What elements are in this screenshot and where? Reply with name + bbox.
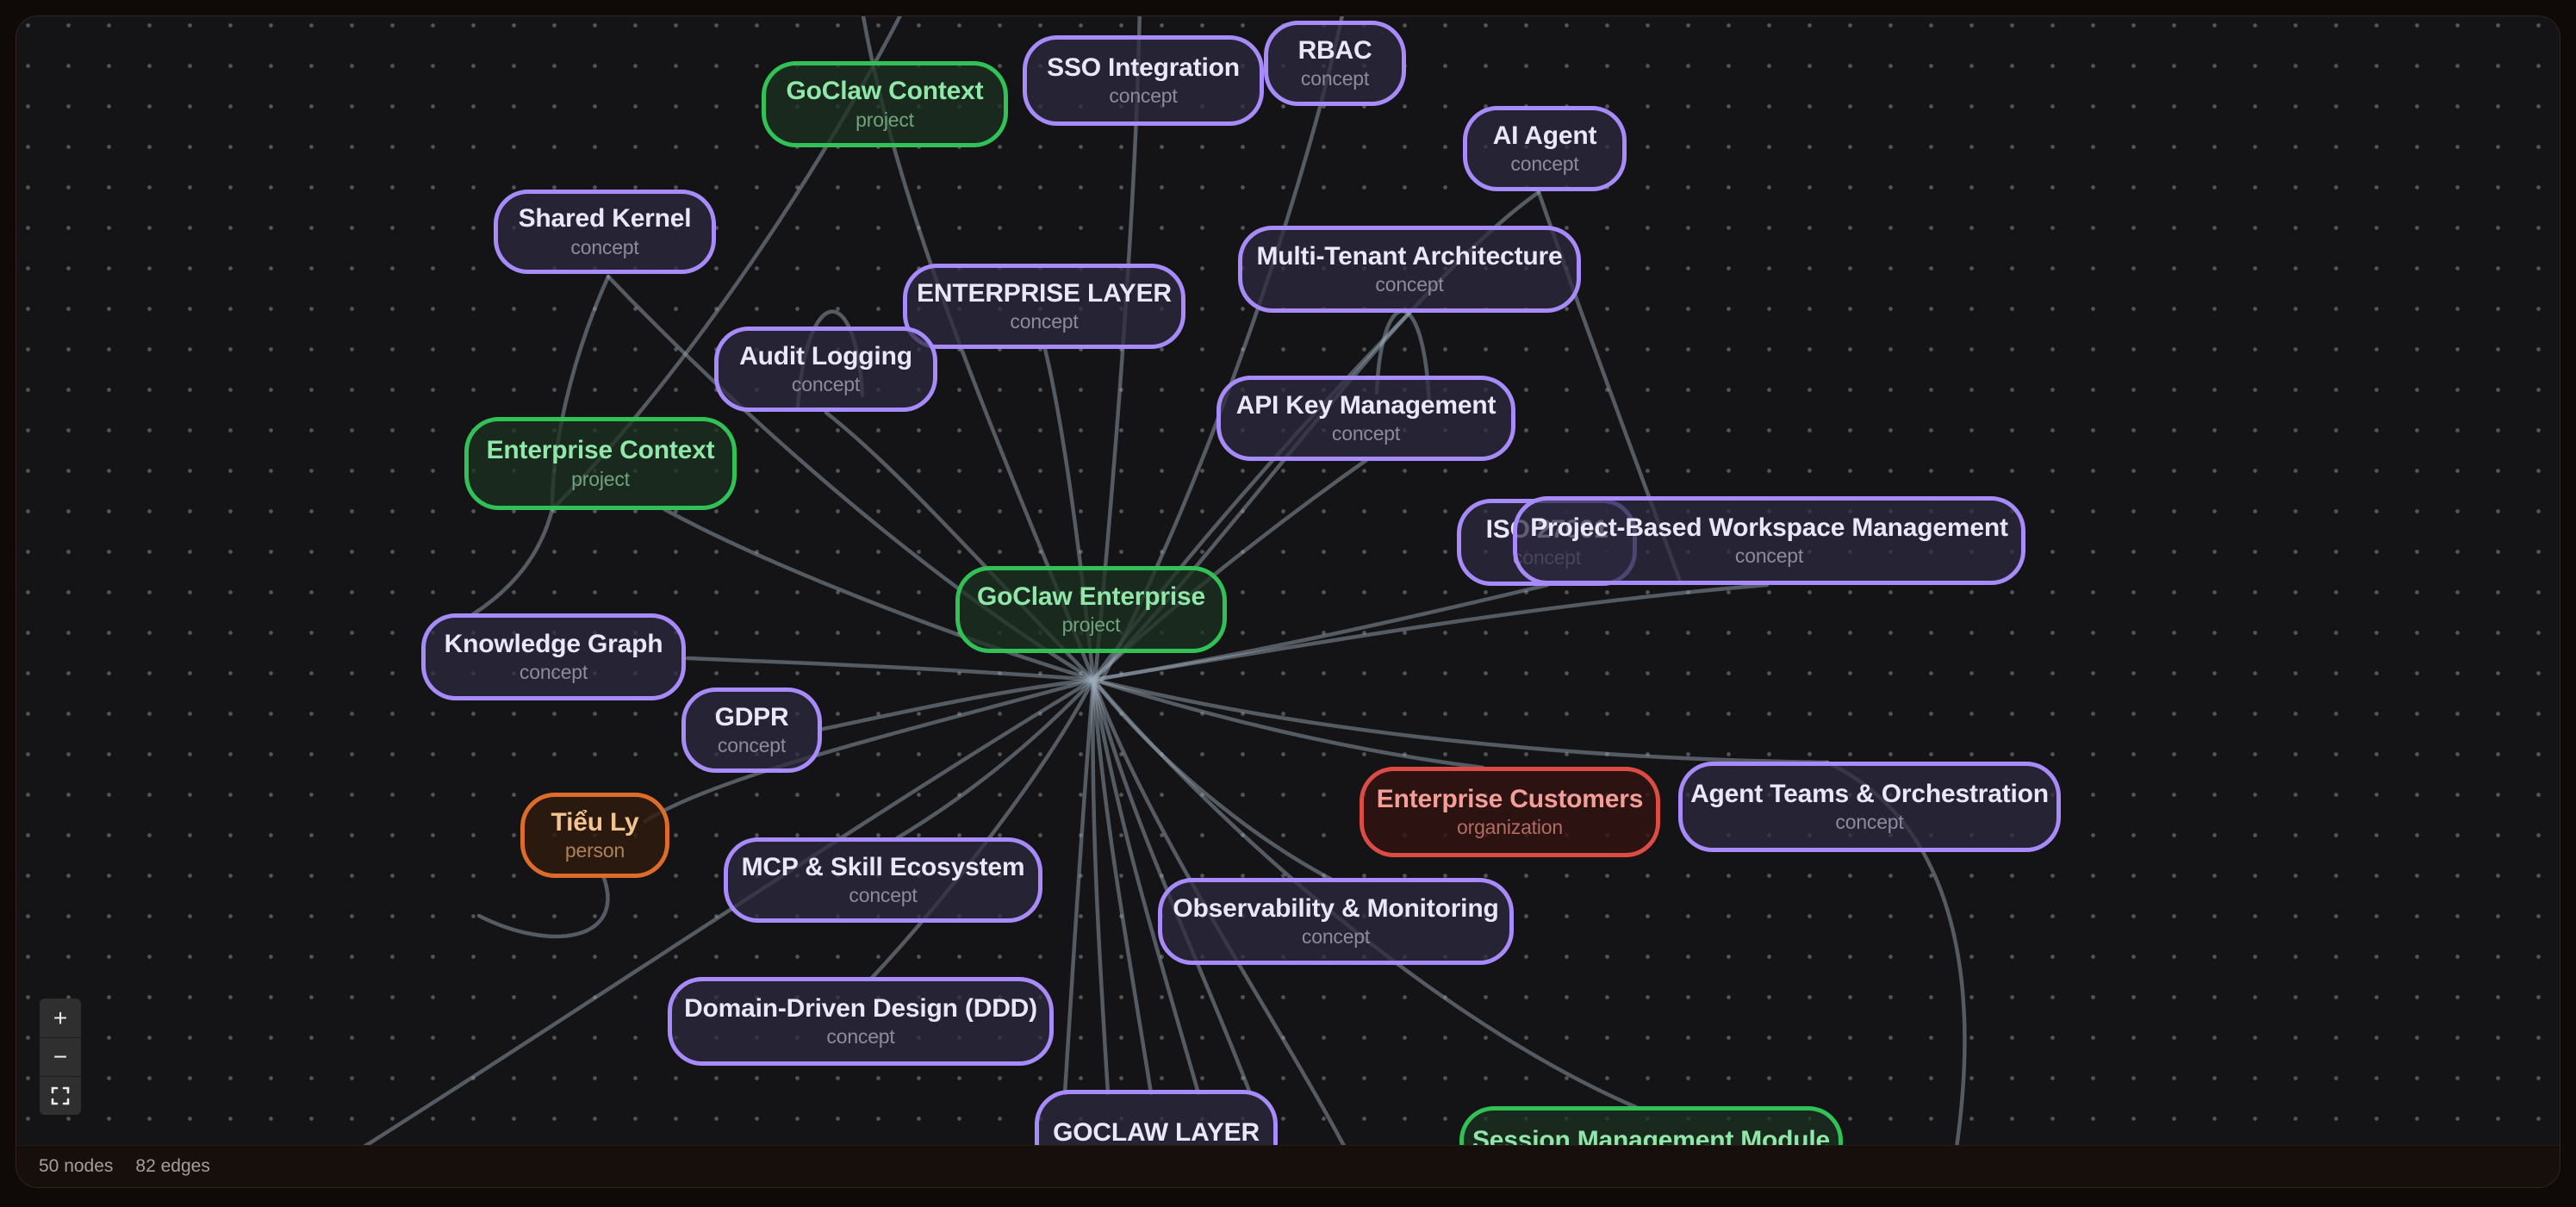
graph-edge <box>1091 582 1550 682</box>
edges-count: 82 edges <box>135 1156 210 1176</box>
node-type-label: project <box>1061 613 1121 637</box>
graph-node-agent-teams-orchestration[interactable]: Agent Teams & Orchestration concept <box>1678 762 2061 852</box>
node-type-label: concept <box>1734 544 1804 568</box>
graph-node-mcp-skill-ecosystem[interactable]: MCP & Skill Ecosystem concept <box>724 837 1042 923</box>
node-label: Multi-Tenant Architecture <box>1256 241 1563 271</box>
node-label: API Key Management <box>1235 390 1496 420</box>
node-type-label: concept <box>1375 273 1444 296</box>
graph-edge <box>470 507 555 617</box>
node-type-label: concept <box>849 884 918 907</box>
node-type-label: organization <box>1457 816 1563 839</box>
node-label: Shared Kernel <box>518 204 692 233</box>
node-label: Audit Logging <box>739 341 912 370</box>
node-type-label: concept <box>1109 84 1178 108</box>
node-type-label: concept <box>1510 152 1579 176</box>
graph-edge <box>1091 582 1770 682</box>
graph-node-knowledge-graph[interactable]: Knowledge Graph concept <box>421 613 686 700</box>
node-type-label: concept <box>826 1025 895 1048</box>
graph-edge <box>817 677 1096 732</box>
graph-node-audit-logging[interactable]: Audit Logging concept <box>714 327 937 412</box>
node-label: Session Management Module <box>1472 1126 1831 1145</box>
node-label: AI Agent <box>1492 121 1597 150</box>
node-label: Agent Teams & Orchestration <box>1690 779 2049 808</box>
zoom-in-button[interactable]: + <box>40 999 81 1037</box>
graph-edge <box>1091 677 1485 770</box>
graph-edge <box>1091 677 1253 1096</box>
graph-edge <box>1091 677 1830 765</box>
status-bar: 50 nodes 82 edges <box>16 1145 2560 1187</box>
node-label: Knowledge Graph <box>444 629 663 658</box>
node-type-label: concept <box>1835 811 1904 834</box>
graph-edge <box>685 656 1096 682</box>
node-type-label: concept <box>1300 67 1370 90</box>
node-label: SSO Integration <box>1047 53 1240 82</box>
node-type-label: concept <box>519 661 588 684</box>
node-label: GoClaw Context <box>786 77 984 106</box>
graph-edge <box>868 677 1096 981</box>
node-label: Tiểu Ly <box>551 807 639 837</box>
graph-node-enterprise-customers[interactable]: Enterprise Customers organization <box>1360 767 1660 857</box>
graph-node-gdpr[interactable]: GDPR concept <box>681 687 822 773</box>
node-label: Domain-Driven Design (DDD) <box>684 993 1037 1023</box>
node-label: RBAC <box>1297 35 1372 65</box>
graph-edge <box>643 677 1096 824</box>
node-label: GDPR <box>714 702 789 731</box>
graph-edge <box>1091 677 1201 1096</box>
graph-node-session-management-module[interactable]: Session Management Moduleproject <box>1459 1106 1843 1145</box>
node-label: Observability & Monitoring <box>1173 893 1499 923</box>
node-type-label: concept <box>1331 422 1401 445</box>
node-label: GOCLAW LAYER <box>1053 1118 1260 1145</box>
graph-edge <box>363 677 1096 1145</box>
nodes-count: 50 nodes <box>39 1156 114 1176</box>
zoom-controls: + − <box>40 999 81 1115</box>
node-label: MCP & Skill Ecosystem <box>741 852 1025 881</box>
graph-edge <box>1062 677 1096 1096</box>
node-type-label: concept <box>1301 925 1371 949</box>
graph-edge <box>1091 677 1335 882</box>
graph-edges <box>363 16 1967 1145</box>
node-type-label: project <box>856 108 914 131</box>
node-label: Enterprise Context <box>486 436 715 465</box>
zoom-out-button[interactable]: − <box>40 1037 81 1076</box>
graph-edge <box>476 875 610 939</box>
node-type-label: concept <box>570 235 639 258</box>
graph-edge <box>1091 677 1154 1096</box>
graph-edge <box>894 677 1096 841</box>
node-label: ENTERPRISE LAYER <box>917 278 1172 308</box>
node-type-label: concept <box>1010 310 1079 333</box>
node-type-label: concept <box>717 734 787 757</box>
graph-node-domain-driven-design-ddd[interactable]: Domain-Driven Design (DDD)concept <box>668 977 1054 1066</box>
node-type-label: person <box>564 839 625 862</box>
fit-view-icon <box>51 1086 70 1105</box>
fit-view-button[interactable] <box>40 1076 81 1115</box>
node-label: Project-Based Workspace Management <box>1530 513 2008 542</box>
node-type-label: project <box>571 467 630 490</box>
node-label: Enterprise Customers <box>1376 784 1644 813</box>
graph-edge <box>662 507 1096 682</box>
node-type-label: concept <box>791 373 861 396</box>
node-label: GoClaw Enterprise <box>976 582 1205 611</box>
graph-edge <box>1091 677 1111 1096</box>
